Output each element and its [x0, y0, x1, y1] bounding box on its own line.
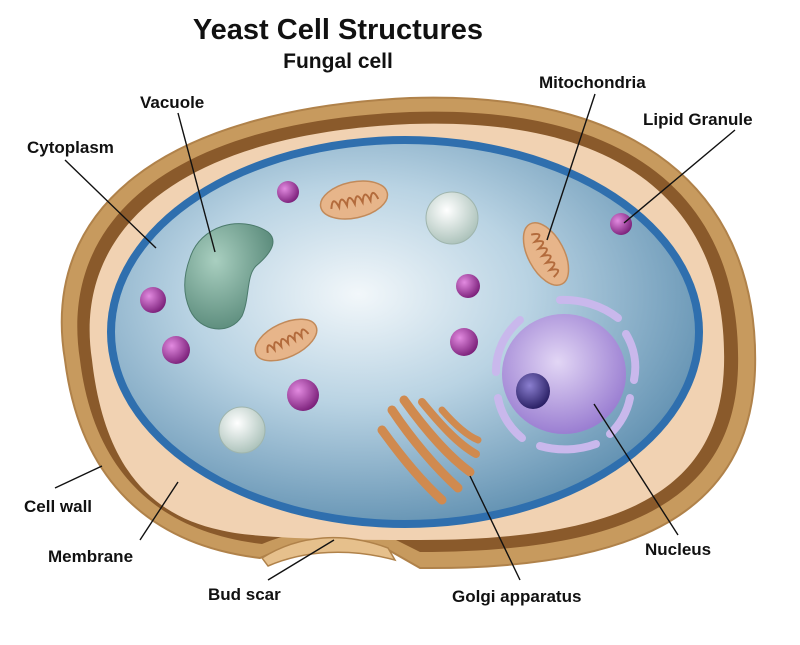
label-lipid-granule: Lipid Granule: [643, 110, 753, 129]
lipid-granule: [277, 181, 299, 203]
mitochondrion: [254, 318, 318, 362]
page-title: Yeast Cell Structures: [192, 14, 484, 46]
nucleus: [491, 295, 640, 454]
lipid-granule: [140, 287, 166, 313]
lipid-granule: [456, 274, 480, 298]
lipid-granule: [162, 336, 190, 364]
lipid-granule: [287, 379, 319, 411]
mitochondrion: [522, 222, 570, 286]
label-bud-scar: Bud scar: [208, 585, 281, 604]
label-golgi-apparatus: Golgi apparatus: [452, 587, 582, 606]
bud-scar: [260, 536, 397, 567]
label-mitochondria: Mitochondria: [539, 73, 646, 92]
label-membrane: Membrane: [48, 547, 134, 566]
nucleolus: [516, 373, 550, 409]
lipid-granule: [450, 328, 478, 356]
page-subtitle: Fungal cell: [283, 50, 393, 73]
label-cell-wall: Cell wall: [24, 497, 93, 516]
lipid-granule: [610, 213, 632, 235]
leader-lines: [54, 93, 736, 581]
label-vacuole: Vacuole: [140, 93, 205, 112]
vesicle: [425, 191, 479, 245]
label-cytoplasm: Cytoplasm: [27, 138, 114, 157]
label-nucleus: Nucleus: [645, 540, 712, 559]
golgi-apparatus: [377, 395, 482, 505]
vacuole: [184, 223, 274, 330]
vesicle: [218, 406, 266, 454]
lipid-granules: [140, 181, 632, 411]
mitochondrion: [319, 180, 389, 220]
